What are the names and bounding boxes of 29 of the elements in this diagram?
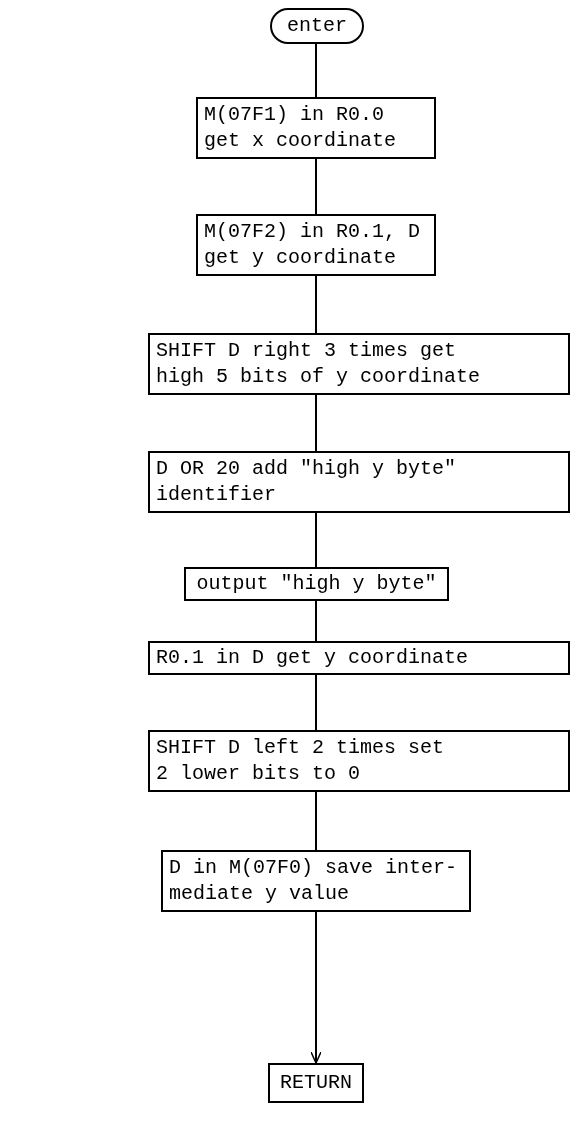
step-text: RETURN: [280, 1070, 352, 1096]
process-box: [148, 333, 570, 395]
step-text: SHIFT D right 3 times get high 5 bits of y coordinate: [156, 338, 482, 390]
step-text: SHIFT D left 2 times set 2 lower bits to 0: [156, 735, 446, 787]
process-box: [148, 730, 570, 792]
arrow: [310, 911, 322, 1064]
process-box: [148, 451, 570, 513]
step-text: D OR 20 add "high y byte" identifier: [156, 456, 458, 508]
process-box: [268, 1063, 364, 1103]
step-text: M(07F1) in R0.0 get x coordinate: [204, 102, 398, 154]
connector-line: [315, 791, 317, 851]
connector-line: [315, 674, 317, 731]
step-text: M(07F2) in R0.1, D get y coordinate: [204, 219, 422, 271]
connector-line: [315, 394, 317, 452]
process-box: [161, 850, 471, 912]
connector-line: [315, 43, 317, 98]
terminal-pill: [270, 8, 364, 44]
step-text: enter: [287, 13, 347, 39]
step-text: R0.1 in D get y coordinate: [156, 645, 469, 671]
process-box: [196, 97, 436, 159]
process-box: [196, 214, 436, 276]
connector-line: [315, 512, 317, 568]
connector-line: [315, 158, 317, 215]
connector-line: [315, 275, 317, 334]
process-box: [184, 567, 449, 601]
step-text: D in M(07F0) save inter- mediate y value: [169, 855, 459, 907]
step-text: output "high y byte": [196, 571, 437, 597]
process-box: [148, 641, 570, 675]
connector-line: [315, 600, 317, 642]
